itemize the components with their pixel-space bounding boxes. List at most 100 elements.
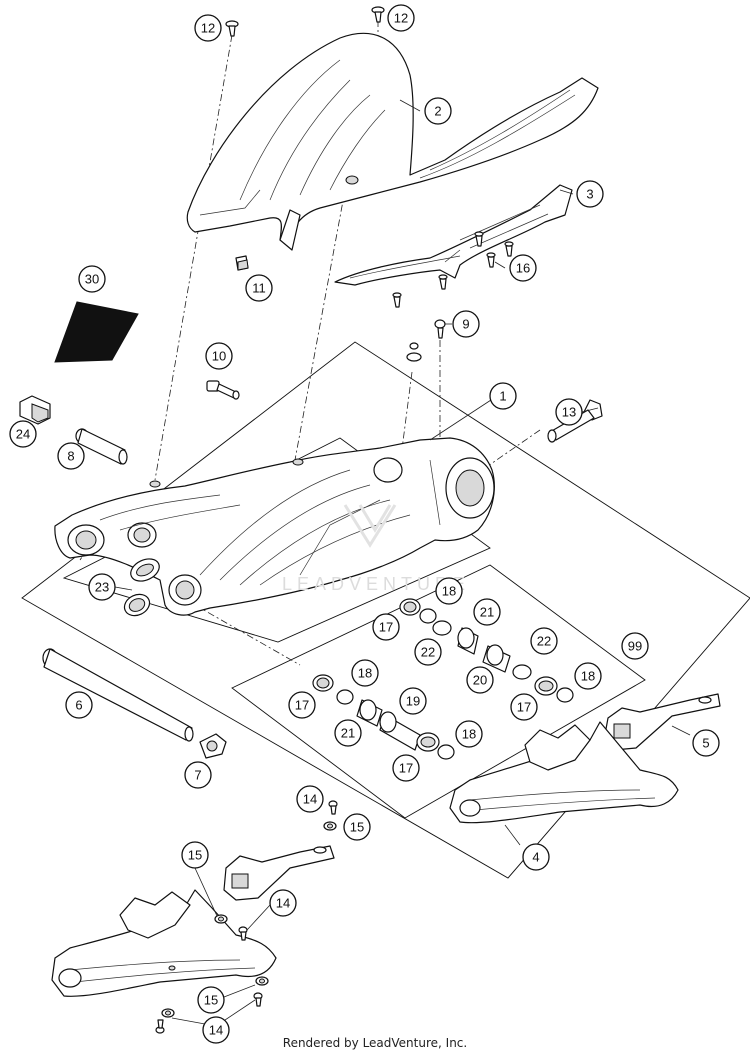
callout-21-top[interactable]: 21 — [473, 598, 501, 626]
callout-21-bottom[interactable]: 21 — [334, 719, 362, 747]
svg-text:20: 20 — [473, 673, 487, 688]
svg-text:3: 3 — [586, 187, 593, 202]
svg-text:5: 5 — [702, 736, 709, 751]
svg-text:14: 14 — [303, 792, 317, 807]
svg-text:21: 21 — [480, 605, 494, 620]
washer-15-lower-bottom[interactable] — [161, 976, 269, 1018]
svg-text:19: 19 — [406, 694, 420, 709]
svg-text:1: 1 — [499, 389, 506, 404]
callout-18-mid[interactable]: 18 — [351, 659, 379, 687]
callout-15-mid[interactable]: 15 — [343, 813, 371, 841]
callout-14-mid[interactable]: 14 — [296, 785, 324, 813]
callout-10[interactable]: 10 — [205, 342, 233, 370]
callout-19[interactable]: 19 — [399, 687, 427, 715]
svg-text:22: 22 — [537, 634, 551, 649]
svg-text:LEADVENTURE: LEADVENTURE — [282, 574, 470, 594]
svg-text:30: 30 — [85, 272, 99, 287]
callout-18-bottom[interactable]: 18 — [455, 720, 483, 748]
callout-3[interactable]: 3 — [576, 180, 604, 208]
svg-text:23: 23 — [95, 580, 109, 595]
axle-6[interactable] — [42, 648, 194, 742]
callout-99[interactable]: 99 — [621, 632, 649, 660]
callout-7[interactable]: 7 — [184, 761, 212, 789]
callout-17-right[interactable]: 17 — [510, 693, 538, 721]
callout-20[interactable]: 20 — [466, 666, 494, 694]
callout-18-top[interactable]: 18 — [435, 577, 463, 605]
svg-text:6: 6 — [75, 698, 82, 713]
bearing-parts-99[interactable] — [312, 598, 574, 760]
callout-17-top[interactable]: 17 — [372, 613, 400, 641]
svg-text:99: 99 — [628, 639, 642, 654]
bracket-lower[interactable] — [223, 845, 335, 901]
pin-8[interactable] — [75, 428, 128, 465]
screw-12-right[interactable] — [371, 6, 385, 23]
svg-text:8: 8 — [67, 449, 74, 464]
svg-text:16: 16 — [516, 261, 530, 276]
svg-text:18: 18 — [442, 584, 456, 599]
callout-1[interactable]: 1 — [489, 382, 517, 410]
screws-16[interactable] — [392, 231, 514, 308]
callout-17-left[interactable]: 17 — [288, 691, 316, 719]
callout-14-lower[interactable]: 14 — [269, 889, 297, 917]
svg-text:17: 17 — [379, 620, 393, 635]
callout-6[interactable]: 6 — [65, 691, 93, 719]
svg-text:10: 10 — [212, 349, 226, 364]
screw-14-mid[interactable] — [328, 800, 338, 815]
screw-14-lower-bottom[interactable] — [155, 992, 263, 1034]
swingarm-1[interactable] — [54, 437, 495, 616]
washer-9[interactable] — [406, 319, 446, 362]
callout-18-right[interactable]: 18 — [574, 662, 602, 690]
svg-text:11: 11 — [252, 281, 266, 296]
svg-text:14: 14 — [209, 1023, 223, 1038]
chain-slider-lower[interactable] — [51, 889, 277, 997]
screw-12-left[interactable] — [225, 20, 239, 37]
svg-text:24: 24 — [16, 427, 30, 442]
connector-24[interactable] — [19, 395, 51, 425]
callout-11[interactable]: 11 — [245, 274, 273, 302]
svg-text:18: 18 — [462, 727, 476, 742]
bolt-10[interactable] — [206, 380, 240, 400]
callout-13[interactable]: 13 — [555, 398, 583, 426]
chain-guard-3[interactable] — [334, 184, 573, 286]
callout-24[interactable]: 24 — [9, 420, 37, 448]
svg-text:17: 17 — [399, 761, 413, 776]
callout-14-bottom[interactable]: 14 — [202, 1016, 230, 1044]
svg-text:13: 13 — [562, 405, 576, 420]
callout-8[interactable]: 8 — [57, 442, 85, 470]
nut-7[interactable] — [199, 733, 227, 759]
svg-text:22: 22 — [421, 645, 435, 660]
callout-15-bottom[interactable]: 15 — [197, 986, 225, 1014]
label-30 — [54, 301, 139, 363]
rear-fender[interactable] — [186, 32, 599, 251]
callout-15-lower[interactable]: 15 — [181, 841, 209, 869]
svg-text:15: 15 — [188, 848, 202, 863]
washer-15-lower-left[interactable] — [214, 914, 228, 924]
svg-text:9: 9 — [462, 317, 469, 332]
svg-text:14: 14 — [276, 896, 290, 911]
svg-text:18: 18 — [358, 666, 372, 681]
svg-text:2: 2 — [434, 104, 441, 119]
callout-22-top[interactable]: 22 — [530, 627, 558, 655]
chain-slider-4[interactable] — [449, 721, 679, 824]
callout-12-left[interactable]: 12 — [194, 14, 222, 42]
seal-rings-23[interactable] — [121, 555, 163, 620]
footer-credit: Rendered by LeadVenture, Inc. — [282, 1036, 468, 1050]
svg-text:12: 12 — [394, 11, 408, 26]
callout-12-right[interactable]: 12 — [387, 4, 415, 32]
svg-text:21: 21 — [341, 726, 355, 741]
svg-text:15: 15 — [204, 993, 218, 1008]
callout-4[interactable]: 4 — [522, 843, 550, 871]
callout-2[interactable]: 2 — [424, 97, 452, 125]
svg-text:7: 7 — [194, 768, 201, 783]
callout-16[interactable]: 16 — [509, 254, 537, 282]
callout-17-bottom[interactable]: 17 — [392, 754, 420, 782]
clip-nut-11[interactable] — [235, 255, 249, 271]
callout-22-left[interactable]: 22 — [414, 638, 442, 666]
washer-15-mid[interactable] — [323, 821, 337, 831]
callout-5[interactable]: 5 — [692, 729, 720, 757]
callout-9[interactable]: 9 — [452, 310, 480, 338]
callout-23[interactable]: 23 — [88, 573, 116, 601]
svg-text:17: 17 — [295, 698, 309, 713]
callout-30[interactable]: 30 — [78, 265, 106, 293]
